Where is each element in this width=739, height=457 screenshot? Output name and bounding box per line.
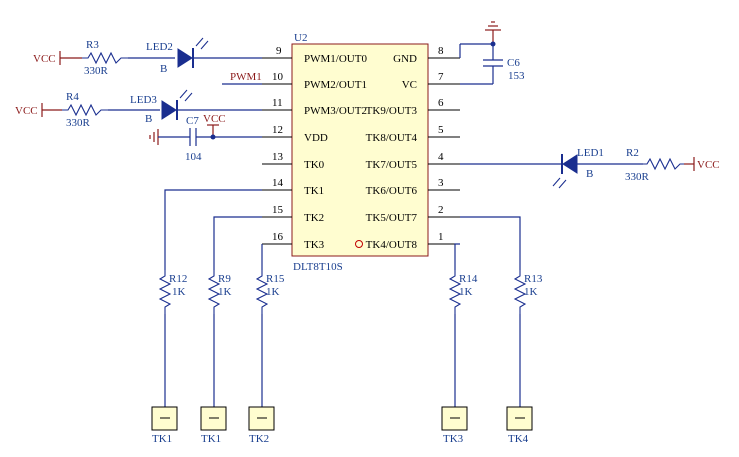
pin-num-13: 13: [272, 151, 284, 163]
c6-value: 153: [508, 70, 525, 82]
pin-name-tk1: TK1: [304, 185, 324, 197]
r3-resistor: [82, 51, 128, 65]
pin-num-1: 1: [438, 231, 444, 243]
r13-resistor: [513, 270, 527, 314]
pin-num-5: 5: [438, 124, 444, 136]
c7-capacitor: [189, 128, 197, 146]
net-label-pwm1: PWM1: [230, 71, 262, 83]
c7-value: 104: [185, 151, 202, 163]
touch-pad-label-tk1-b: TK1: [201, 433, 221, 445]
pin-num-7: 7: [438, 71, 444, 83]
led1-color: B: [586, 168, 593, 180]
r13-value: 1K: [524, 286, 538, 298]
r13-ref: R13: [524, 273, 543, 285]
vcc-symbol-r3: [59, 51, 82, 65]
pin-name-tk0: TK0: [304, 159, 325, 171]
junction-c7: [210, 134, 216, 140]
r3-ref: R3: [86, 39, 99, 51]
pin-name-gnd: GND: [393, 53, 417, 65]
r9-value: 1K: [218, 286, 232, 298]
r2-resistor: [643, 157, 684, 171]
pin-name-pwm3-out2: PWM3/OUT2: [304, 105, 367, 117]
r4-ref: R4: [66, 91, 79, 103]
left-pin-ticks: [262, 57, 292, 245]
no-connect-marker: [355, 240, 363, 248]
pin-num-15: 15: [272, 204, 284, 216]
r15-resistor: [255, 270, 269, 314]
pin-num-10: 10: [272, 71, 284, 83]
pin-name-vdd: VDD: [304, 132, 328, 144]
r12-ref: R12: [169, 273, 187, 285]
pin-num-2: 2: [438, 204, 444, 216]
led2-color: B: [160, 63, 167, 75]
r12-resistor: [158, 270, 172, 314]
pin-num-8: 8: [438, 45, 444, 57]
led1-ref: LED1: [577, 147, 604, 159]
vcc-label-r4: VCC: [15, 105, 38, 117]
pin-num-9: 9: [276, 45, 282, 57]
pin-num-6: 6: [438, 97, 444, 109]
c6-ref: C6: [507, 57, 520, 69]
pin-name-tk9-out3: TK9/OUT3: [366, 105, 418, 117]
r3-value: 330R: [84, 65, 109, 77]
vcc-symbol-r4: [41, 103, 62, 117]
vcc-label-c7: VCC: [203, 113, 226, 125]
chip-ref: U2: [294, 32, 307, 44]
led3-color: B: [145, 113, 152, 125]
pin-num-12: 12: [272, 124, 283, 136]
r14-resistor: [448, 270, 462, 314]
ground-symbol-gnd: [485, 21, 501, 44]
touch-pad-label-tk3: TK3: [443, 433, 464, 445]
vcc-label-r2: VCC: [697, 159, 720, 171]
touch-pad-label-tk2: TK2: [249, 433, 269, 445]
r14-ref: R14: [459, 273, 478, 285]
led3-ref: LED3: [130, 94, 157, 106]
r15-value: 1K: [266, 286, 280, 298]
pin-name-tk8-out4: TK8/OUT4: [366, 132, 418, 144]
pin-name-vc: VC: [402, 79, 417, 91]
c7-ref: C7: [186, 115, 199, 127]
pin-num-11: 11: [272, 97, 283, 109]
touch-pad-label-tk1-a: TK1: [152, 433, 172, 445]
right-pin-ticks: [428, 57, 460, 245]
led2-ref: LED2: [146, 41, 173, 53]
r15-ref: R15: [266, 273, 285, 285]
pin-name-tk6-out6: TK6/OUT6: [366, 185, 418, 197]
vcc-symbol-r2: [684, 157, 695, 171]
pin-name-tk5-out7: TK5/OUT7: [366, 212, 418, 224]
pin-name-pwm1-out0: PWM1/OUT0: [304, 53, 367, 65]
r9-ref: R9: [218, 273, 231, 285]
r4-resistor: [62, 103, 108, 117]
pin-name-tk7-out5: TK7/OUT5: [366, 159, 418, 171]
touch-pad-label-tk4: TK4: [508, 433, 529, 445]
pin-name-tk4-out8: TK4/OUT8: [366, 239, 418, 251]
led1-diode: [552, 154, 578, 189]
r14-value: 1K: [459, 286, 473, 298]
r4-value: 330R: [66, 117, 91, 129]
r2-value: 330R: [625, 171, 650, 183]
pin-name-tk2: TK2: [304, 212, 324, 224]
chip-body: [291, 43, 429, 257]
chip-part: DLT8T10S: [293, 261, 343, 273]
vcc-label-r3: VCC: [33, 53, 56, 65]
pin-name-tk3: TK3: [304, 239, 325, 251]
pin-num-3: 3: [438, 177, 444, 189]
r9-resistor: [207, 270, 221, 314]
led2-diode: [177, 37, 209, 68]
r2-ref: R2: [626, 147, 639, 159]
ground-symbol-c7: [149, 129, 159, 145]
r12-value: 1K: [172, 286, 186, 298]
pin-num-14: 14: [272, 177, 284, 189]
pin-num-16: 16: [272, 231, 284, 243]
pin-num-4: 4: [438, 151, 444, 163]
pin-name-pwm2-out1: PWM2/OUT1: [304, 79, 367, 91]
c6-capacitor: [483, 59, 503, 67]
